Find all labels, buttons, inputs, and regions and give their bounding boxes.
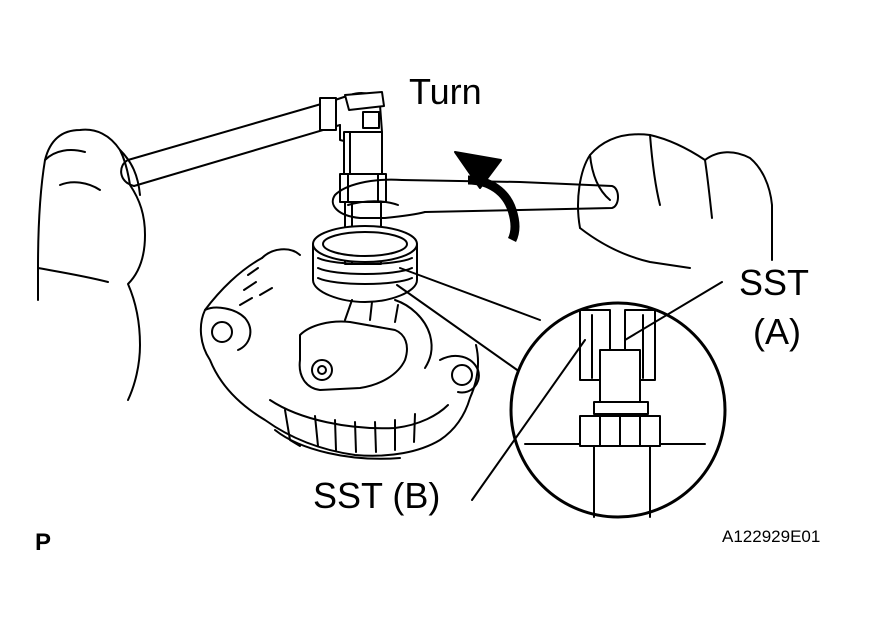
callout-leaders: [471, 281, 723, 501]
detail-magnifier: [509, 301, 727, 519]
figure-code: A122929E01: [722, 527, 821, 546]
left-hand: [37, 128, 146, 401]
turn-arrow-icon: [454, 151, 520, 243]
right-hand: [577, 133, 773, 269]
sst-a-leader: [624, 281, 723, 341]
corner-mark: P: [35, 529, 52, 556]
alternator-body: [199, 225, 480, 460]
sst-a-label: SST: [739, 262, 810, 303]
turn-label: Turn: [409, 71, 482, 112]
sst-a-sub-label: (A): [753, 311, 801, 352]
ratchet-handle: [120, 91, 385, 187]
wrench-tool: [331, 178, 619, 219]
sst-b-label: SST (B): [313, 475, 441, 516]
sst-b-leader: [471, 339, 586, 501]
magnifier-leader: [396, 267, 541, 373]
